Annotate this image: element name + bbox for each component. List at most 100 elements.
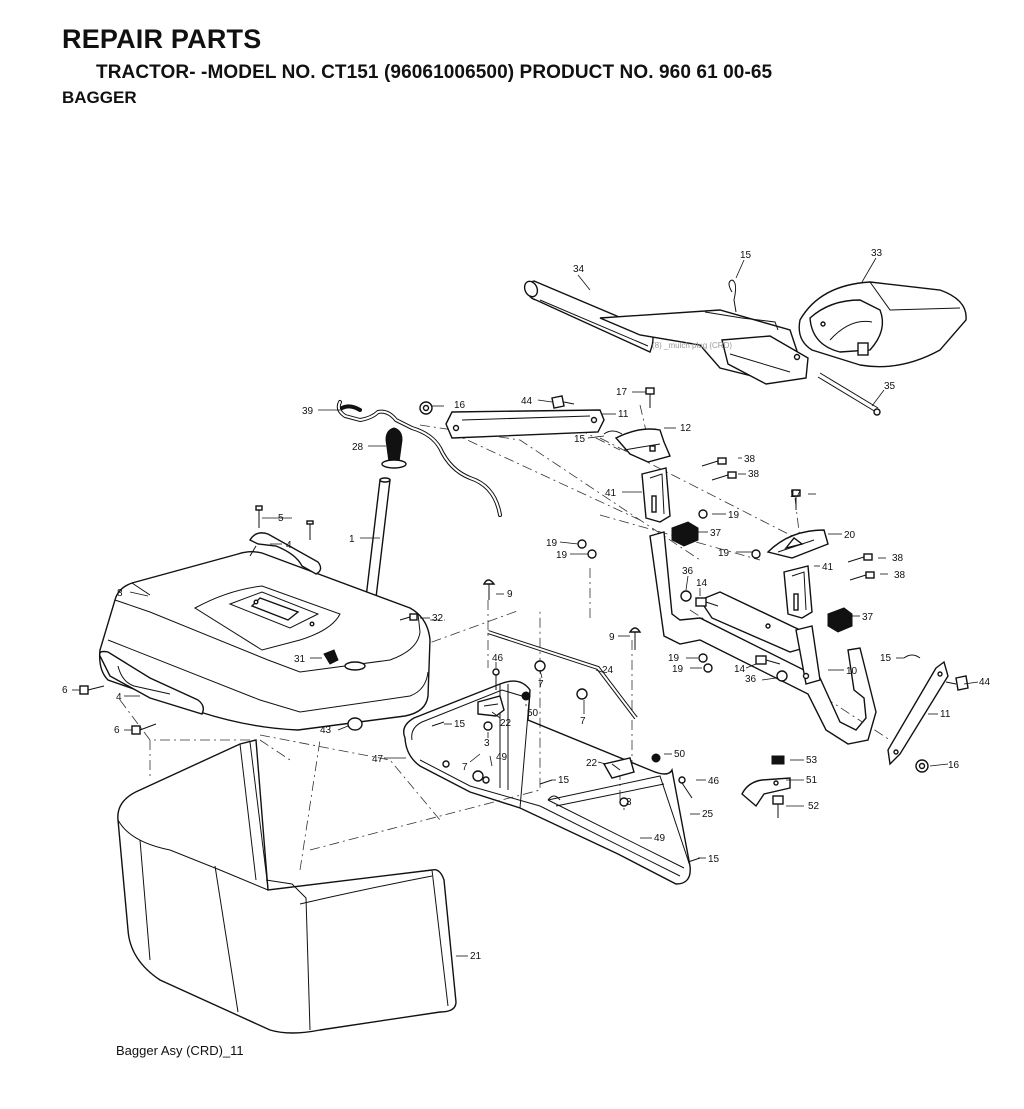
label-15e: 15: [708, 854, 720, 865]
bolt-46a: [492, 668, 500, 690]
nut-3a: [483, 721, 493, 731]
leader-lines: [72, 391, 979, 957]
screw-32: [399, 613, 418, 621]
fasteners: [79, 387, 969, 863]
latch-hook: [741, 777, 791, 808]
cap-43: [347, 717, 363, 731]
nut-19d: [751, 549, 761, 559]
plug-body: [798, 281, 967, 368]
label-9b: 9: [609, 632, 615, 643]
label-4b: 4: [116, 692, 122, 703]
frame-bracket-right: [602, 757, 635, 779]
label-3b: 3: [626, 797, 632, 808]
bolt-14b: [755, 655, 781, 665]
hinge-bracket-right: [783, 565, 813, 619]
label-6a: 6: [62, 685, 68, 696]
label-19b: 19: [546, 538, 558, 549]
label-52: 52: [808, 801, 820, 812]
nut-7b: [576, 688, 588, 700]
label-6b: 6: [114, 725, 120, 736]
part-labels: 34 15 33 35 39 16 44 17 11 15 12 28 38 3…: [62, 248, 991, 962]
lift-rod: [336, 400, 502, 517]
label-15c: 15: [454, 719, 466, 730]
label-41a: 41: [605, 488, 617, 499]
label-37a: 37: [710, 528, 722, 539]
label-8: 8: [117, 588, 123, 599]
nut-50a: [521, 691, 531, 701]
nut-53: [771, 755, 785, 765]
bag-cover: [98, 551, 431, 731]
label-36b: 36: [745, 674, 757, 685]
grass-bag: [117, 739, 457, 1034]
pin-15a: [603, 430, 623, 435]
label-7b: 7: [580, 716, 586, 727]
label-44a: 44: [521, 396, 533, 407]
label-11a: 11: [618, 409, 629, 420]
nut-7c: [472, 770, 484, 782]
bolt-6a: [79, 685, 105, 695]
label-11b: 11: [940, 709, 951, 720]
nut-50b: [651, 753, 661, 763]
label-49a: 49: [496, 752, 508, 763]
label-37b: 37: [862, 612, 874, 623]
label-50b: 50: [674, 749, 686, 760]
label-34: 34: [573, 264, 585, 275]
bolt-38d: [849, 571, 875, 581]
label-28: 28: [352, 442, 364, 453]
side-bar-right: [887, 660, 949, 766]
latch-plate: [614, 428, 671, 463]
label-24: 24: [602, 665, 614, 676]
frame-bracket-left: [477, 695, 505, 717]
label-10: 10: [846, 666, 858, 677]
label-1: 1: [349, 534, 355, 545]
label-12: 12: [680, 423, 692, 434]
support-frame: [649, 531, 877, 745]
label-22b: 22: [586, 758, 598, 769]
pin-15d: [547, 795, 561, 801]
bumper-block-right: [827, 607, 853, 633]
assembly-centerlines: [119, 404, 891, 871]
label-41b: 41: [822, 562, 834, 573]
label-19e: 19: [668, 653, 680, 664]
lid-handle-top: [249, 532, 322, 575]
label-19c: 19: [556, 550, 568, 561]
label-22a: 22: [500, 718, 512, 729]
label-7a: 7: [538, 679, 544, 690]
nut-19f: [703, 663, 713, 673]
washer-36a: [680, 590, 692, 602]
label-3a: 3: [484, 738, 490, 749]
label-15d: 15: [558, 775, 570, 786]
hairpin-clip-top: [728, 279, 737, 313]
bolt-14a: [695, 597, 719, 607]
label-50a: 50: [527, 708, 539, 719]
diagram-footer-caption: Bagger Asy (CRD)_11: [116, 1043, 244, 1058]
pin-15f: [903, 654, 921, 659]
label-4a: 4: [286, 540, 292, 551]
lid-handle-side: [98, 650, 205, 715]
label-31: 31: [294, 654, 306, 665]
bag-frame: [402, 680, 691, 885]
label-16b: 16: [948, 760, 960, 771]
label-44b: 44: [979, 677, 991, 688]
label-15a: 15: [740, 250, 752, 261]
section-title: BAGGER: [62, 88, 137, 107]
label-7c: 7: [462, 762, 468, 773]
label-15b: 15: [574, 434, 586, 445]
label-51: 51: [806, 775, 818, 786]
label-17a: 17: [616, 387, 628, 398]
bumper-block-left: [671, 521, 699, 547]
nut-3b: [619, 797, 629, 807]
nut-19e: [698, 653, 708, 663]
nut-16a: [419, 401, 433, 415]
label-25: 25: [702, 809, 714, 820]
label-35: 35: [884, 381, 896, 392]
pin-15c: [539, 779, 553, 785]
plug-handle-tube: [523, 280, 654, 353]
label-20: 20: [844, 530, 856, 541]
nut-19c: [587, 549, 597, 559]
label-19d: 19: [718, 548, 730, 559]
page-title: REPAIR PARTS: [62, 24, 262, 54]
mulch-plug-assembly: (8) _mulch plug (CRD): [523, 257, 967, 416]
knob-31: [323, 649, 339, 665]
